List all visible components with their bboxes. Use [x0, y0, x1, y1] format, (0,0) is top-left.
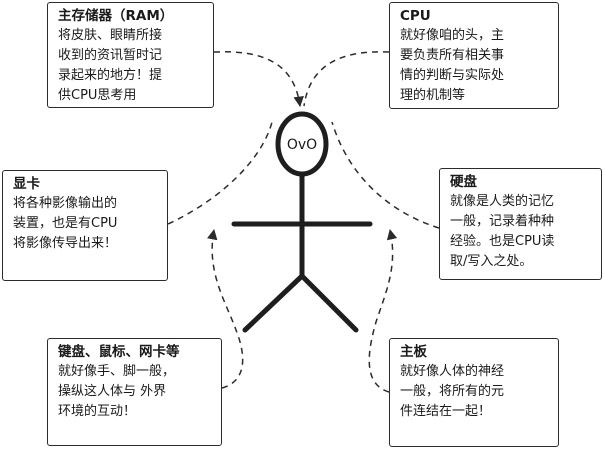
figure-head-label: OvO: [287, 137, 317, 153]
ram-title: 主存储器（RAM）: [58, 8, 174, 24]
cpu-box: CPU 就好像咱的头，主 要负责所有相关事 情的判断与实际处 理的机制等: [389, 2, 559, 109]
input-devices-description: 就好像手、脚一般， 操纵这人体与 外界 环境的互动！: [58, 364, 176, 419]
cpu-title: CPU: [400, 8, 431, 24]
motherboard-box: 主板 就好像人体的神经 一般，将所有的元 件连结在一起！: [389, 338, 559, 447]
disk-title: 硬盘: [450, 174, 477, 190]
ram-box: 主存储器（RAM） 将皮肤、眼睛所接 收到的资讯暂时记 录起来的地方！提 供CP…: [47, 2, 214, 108]
disk-description: 就像是人类的记忆 一般，记录着种种 经验。也是CPU读 取/写入之处。: [450, 194, 555, 269]
figure-left-leg: [242, 273, 305, 333]
figure-right-leg: [299, 273, 359, 333]
gpu-title: 显卡: [13, 176, 40, 192]
gpu-box: 显卡 将各种影像输出的 装置，也是有CPU 将影像传导出来！: [2, 170, 168, 281]
cpu-description: 就好像咱的头，主 要负责所有相关事 情的判断与实际处 理的机制等: [400, 28, 505, 103]
ram-to-head-connector: [213, 51, 304, 108]
input-to-arm-connector: [207, 228, 244, 389]
disk-box: 硬盘 就像是人类的记忆 一般，记录着种种 经验。也是CPU读 取/写入之处。: [439, 168, 602, 280]
disk-to-head-connector: [331, 121, 440, 229]
ram-description: 将皮肤、眼睛所接 收到的资讯暂时记 录起来的地方！提 供CPU思考用: [58, 28, 163, 103]
cpu-to-head-connector: [303, 51, 390, 107]
input-devices-title: 键盘、鼠标、网卡等: [58, 344, 180, 360]
gpu-to-head-connector: [167, 121, 273, 225]
motherboard-description: 就好像人体的神经 一般，将所有的元 件连结在一起！: [400, 364, 505, 419]
board-to-arm-connector: [368, 228, 398, 393]
gpu-description: 将各种影像输出的 装置，也是有CPU 将影像传导出来！: [13, 196, 118, 251]
input-devices-box: 键盘、鼠标、网卡等 就好像手、脚一般， 操纵这人体与 外界 环境的互动！: [47, 338, 222, 446]
motherboard-title: 主板: [400, 344, 427, 360]
stick-figure: [231, 111, 373, 333]
